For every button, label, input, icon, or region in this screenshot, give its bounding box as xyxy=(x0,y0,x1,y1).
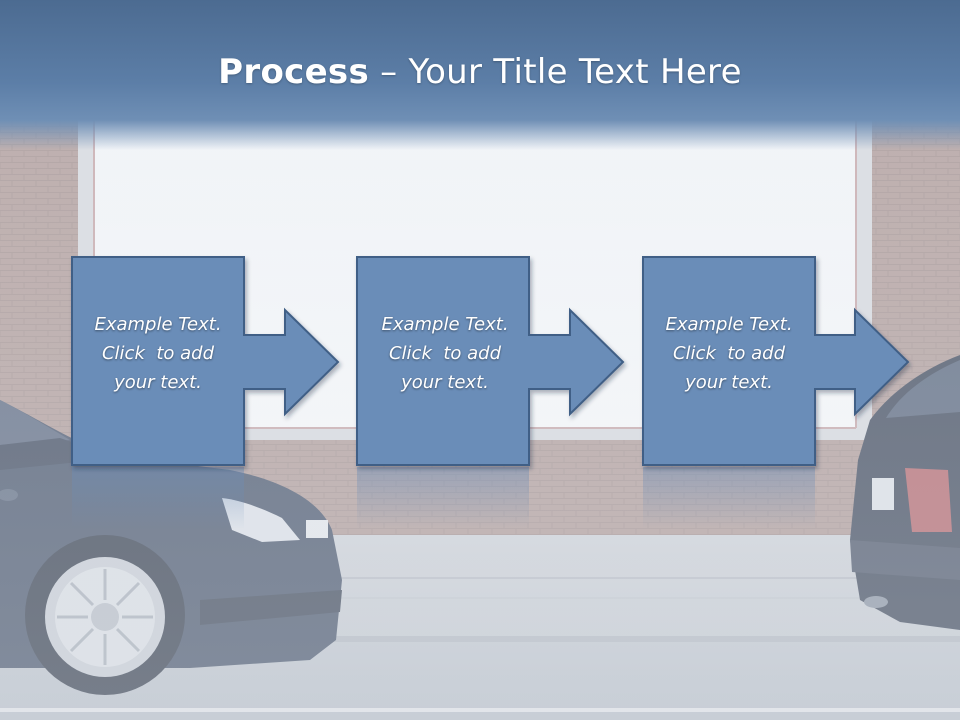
step-3-text[interactable]: Example Text. Click to add your text. xyxy=(643,310,815,397)
step-1-reflection xyxy=(72,467,244,529)
step-1-line-3: your text. xyxy=(114,372,202,393)
step-1-line-2: Click to add xyxy=(101,343,214,364)
title-bold-part: Process xyxy=(218,52,370,92)
step-1-line-1: Example Text. xyxy=(94,314,222,335)
step-1-arrow-shape[interactable] xyxy=(71,256,340,466)
step-3-arrow-shape[interactable] xyxy=(642,256,910,466)
step-3-line-1: Example Text. xyxy=(665,314,793,335)
step-3-reflection xyxy=(643,467,815,529)
step-2-arrow-shape[interactable] xyxy=(356,256,625,466)
step-2-line-3: your text. xyxy=(401,372,489,393)
step-2-line-2: Click to add xyxy=(388,343,501,364)
title-rest-part: – Your Title Text Here xyxy=(369,52,742,92)
title-bar xyxy=(0,0,960,150)
step-1-text[interactable]: Example Text. Click to add your text. xyxy=(72,310,244,397)
step-3-line-2: Click to add xyxy=(672,343,785,364)
step-2-reflection xyxy=(357,467,529,529)
slide-title[interactable]: Process – Your Title Text Here xyxy=(0,52,960,92)
step-3-line-3: your text. xyxy=(685,372,773,393)
step-2-line-1: Example Text. xyxy=(381,314,509,335)
step-2-text[interactable]: Example Text. Click to add your text. xyxy=(359,310,531,397)
